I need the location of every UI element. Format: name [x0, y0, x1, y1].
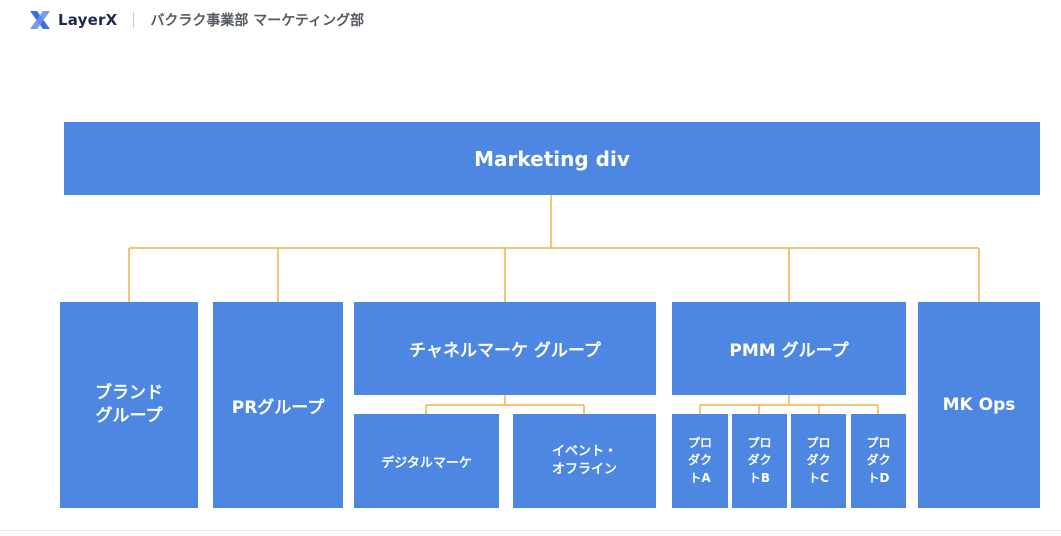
node-pr-group: PRグループ [213, 302, 343, 508]
header: LayerX バクラク事業部 マーケティング部 [28, 8, 364, 32]
node-product-b: プロ ダク トB [732, 414, 787, 508]
node-product-d: プロ ダク トD [851, 414, 906, 508]
layerx-logo-icon [30, 11, 50, 29]
header-divider [133, 12, 135, 28]
page-title: バクラク事業部 マーケティング部 [150, 13, 365, 29]
node-digital-marketing: デジタルマーケ [354, 414, 499, 508]
node-pmm-group: PMM グループ [672, 302, 906, 395]
node-marketing-div: Marketing div [64, 122, 1040, 195]
node-channel-marketing-group: チャネルマーケ グループ [354, 302, 656, 395]
node-product-a: プロ ダク トA [672, 414, 728, 508]
node-brand-group: ブランド グループ [60, 302, 198, 508]
logo-text: LayerX [58, 11, 118, 29]
node-mk-ops: MK Ops [918, 302, 1040, 508]
node-product-c: プロ ダク トC [791, 414, 846, 508]
bottom-divider [0, 530, 1061, 531]
node-event-offline: イベント・ オフライン [513, 414, 656, 508]
